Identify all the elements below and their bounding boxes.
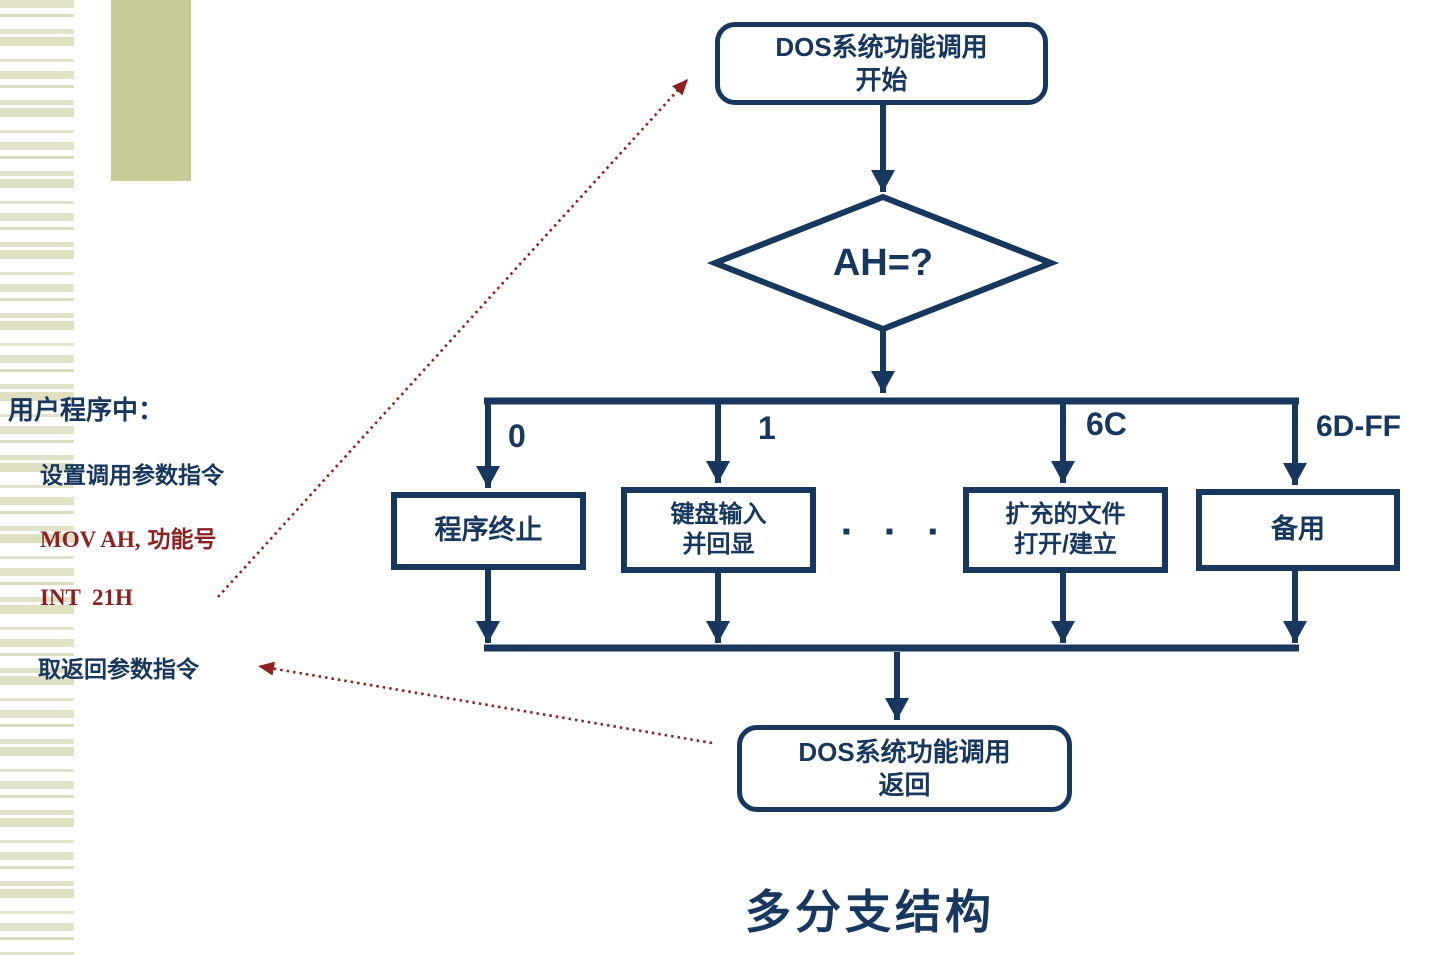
mov-ah-latin: MOV AH, xyxy=(40,527,141,552)
slide-caption: 多分支结构 xyxy=(745,886,995,938)
end-terminal: DOS系统功能调用 返回 xyxy=(737,725,1072,812)
note-set-call-params: 设置调用参数指令 xyxy=(40,462,224,488)
process-box-terminate: 程序终止 xyxy=(391,492,586,570)
start-terminal-line1: DOS系统功能调用 xyxy=(775,32,988,62)
end-terminal-line2: 返回 xyxy=(878,769,931,800)
process-box-terminate-label: 程序终止 xyxy=(434,515,543,546)
branch-value-6c: 6C xyxy=(1086,406,1127,442)
branch-value-0: 0 xyxy=(508,418,526,454)
olive-block-decoration xyxy=(111,0,191,181)
start-terminal: DOS系统功能调用 开始 xyxy=(715,22,1048,105)
end-terminal-line1: DOS系统功能调用 xyxy=(798,737,1011,767)
mov-ah-cn: 功能号 xyxy=(147,526,217,552)
note-mov-ah: MOV AH,功能号 xyxy=(40,520,217,554)
decision-label: AH=? xyxy=(832,241,934,284)
branch-value-6dff: 6D-FF xyxy=(1316,410,1401,443)
process-box-extended-file-line2: 打开/建立 xyxy=(1014,531,1117,558)
note-get-return-params: 取返回参数指令 xyxy=(38,656,199,682)
process-box-keyboard: 键盘输入 并回显 xyxy=(621,487,816,573)
left-stripe-decoration xyxy=(0,0,74,955)
user-program-heading: 用户程序中： xyxy=(8,395,165,425)
ellipsis-dots: ▪ ▪ ▪ xyxy=(842,518,951,545)
red-dotted-arrow-end-to-return xyxy=(257,661,713,745)
process-box-keyboard-line1: 键盘输入 xyxy=(670,501,767,528)
process-box-keyboard-line2: 并回显 xyxy=(682,531,755,558)
process-box-reserved: 备用 xyxy=(1196,489,1400,571)
process-box-extended-file: 扩充的文件 打开/建立 xyxy=(963,487,1168,573)
branch-value-1: 1 xyxy=(758,410,776,446)
process-box-reserved-label: 备用 xyxy=(1271,514,1325,545)
start-terminal-line2: 开始 xyxy=(855,64,908,95)
note-int-21h: INT 21H xyxy=(40,585,133,610)
process-box-extended-file-line1: 扩充的文件 xyxy=(1005,501,1126,528)
